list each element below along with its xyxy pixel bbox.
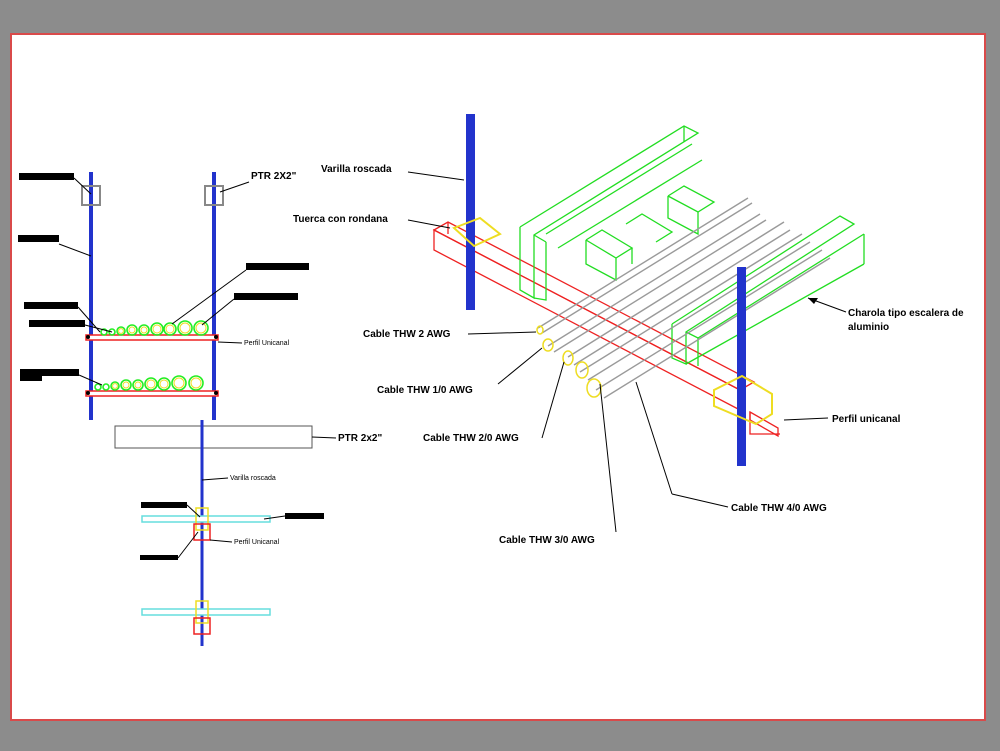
iso-nut-right bbox=[713, 374, 773, 426]
iso-cables bbox=[537, 197, 831, 399]
label-perfil-iso: Perfil unicanal bbox=[832, 414, 901, 425]
lower-cable-tier bbox=[85, 375, 219, 397]
label-perfil-lower: Perfil Unicanal bbox=[234, 539, 280, 546]
isometric-view: Varilla roscada Tuerca con rondana Charo… bbox=[293, 114, 964, 546]
label-charola-2: aluminio bbox=[848, 322, 889, 333]
label-perfil-upper: Perfil Unicanal bbox=[244, 340, 290, 347]
ptr-square-right bbox=[204, 185, 224, 206]
label-charola-1: Charola tipo escalera de bbox=[848, 308, 964, 319]
label-ptr-top: PTR 2X2" bbox=[251, 171, 297, 182]
label-varilla-iso: Varilla roscada bbox=[321, 164, 392, 175]
cad-drawing: PTR 2X2" Perfil Unicanal PTR 2x2" Varill… bbox=[18, 114, 964, 646]
iso-channel-left bbox=[432, 221, 756, 412]
elevation-leaders bbox=[58, 177, 337, 559]
ptr-horizontal-box bbox=[114, 425, 313, 449]
elevation-view: PTR 2X2" Perfil Unicanal PTR 2x2" Varill… bbox=[18, 171, 382, 646]
label-cable-2awg: Cable THW 2 AWG bbox=[363, 329, 451, 340]
lower-support-2 bbox=[141, 600, 271, 635]
iso-rod-right bbox=[737, 267, 746, 466]
label-cable-10awg: Cable THW 1/0 AWG bbox=[377, 385, 473, 396]
label-cable-40awg: Cable THW 4/0 AWG bbox=[731, 503, 827, 514]
ptr-square-left bbox=[81, 185, 101, 206]
label-tuerca: Tuerca con rondana bbox=[293, 214, 388, 225]
label-ptr-bottom: PTR 2x2" bbox=[338, 433, 382, 444]
drawing-sheet: PTR 2X2" Perfil Unicanal PTR 2x2" Varill… bbox=[10, 33, 986, 721]
label-cable-20awg: Cable THW 2/0 AWG bbox=[423, 433, 519, 444]
iso-tray bbox=[519, 125, 865, 366]
label-varilla-elev: Varilla roscada bbox=[230, 475, 276, 482]
lower-support-1 bbox=[141, 507, 271, 541]
redacted-labels bbox=[18, 173, 324, 560]
iso-cable-ends bbox=[536, 325, 602, 398]
upper-cable-tier bbox=[85, 320, 219, 341]
iso-arrowhead-tray bbox=[808, 298, 818, 304]
iso-channel-right bbox=[749, 410, 780, 438]
iso-rod-left bbox=[466, 114, 475, 310]
label-cable-30awg: Cable THW 3/0 AWG bbox=[499, 535, 595, 546]
iso-nut-left bbox=[452, 216, 502, 248]
